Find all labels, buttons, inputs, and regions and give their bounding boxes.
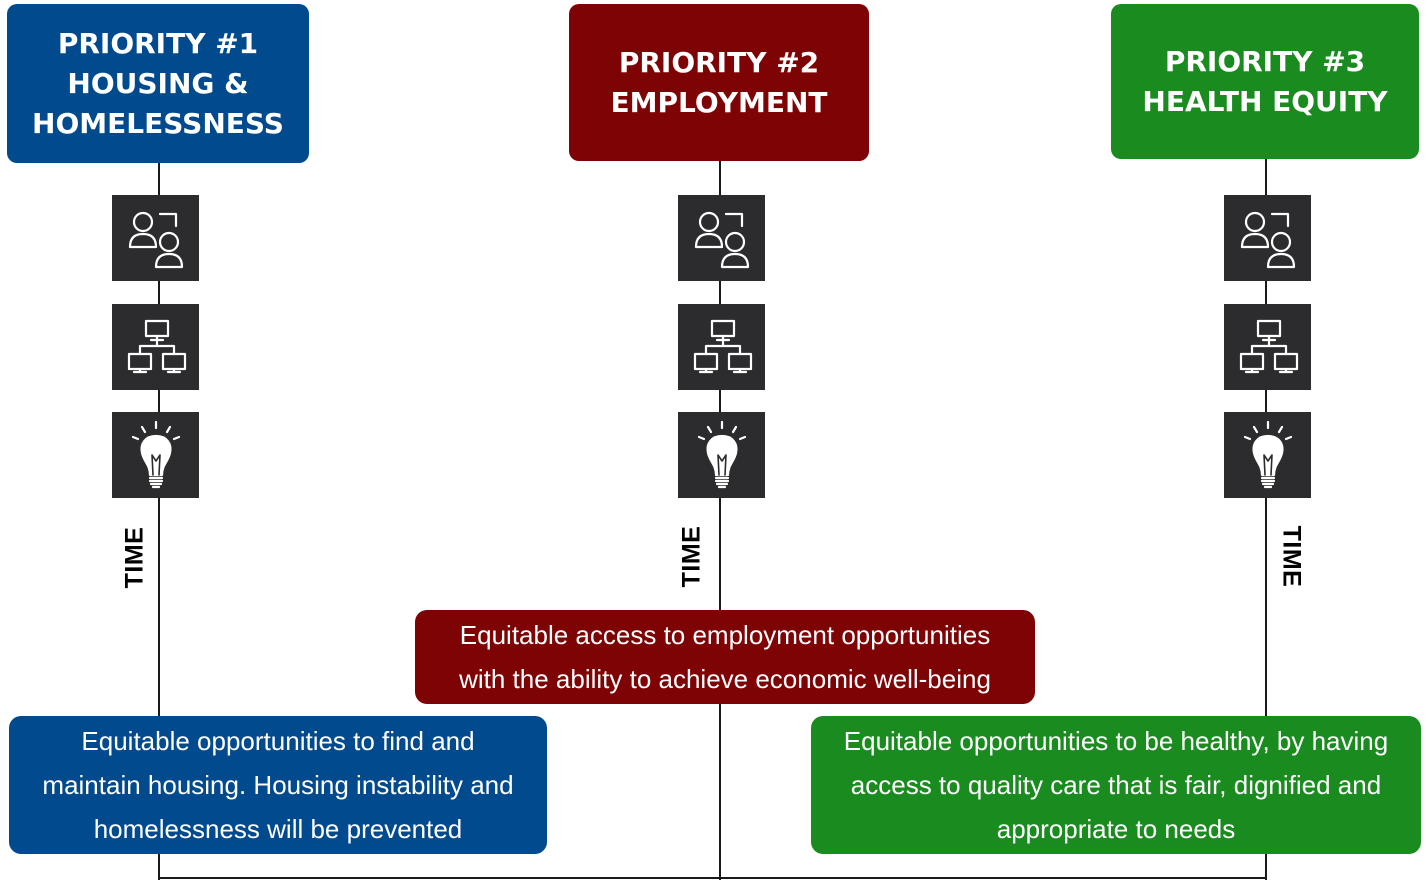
connector-line-3: [1265, 158, 1267, 880]
priority-1-outcome-line-1: Equitable opportunities to find and: [81, 726, 475, 756]
network-icon: [1224, 304, 1311, 390]
time-label-1: TIME: [120, 526, 149, 589]
people-icon: [1224, 195, 1311, 281]
priority-2-box: PRIORITY #2 EMPLOYMENT: [569, 4, 869, 161]
priority-3-outcome: Equitable opportunities to be healthy, b…: [811, 716, 1421, 854]
lightbulb-icon: [678, 412, 765, 498]
priority-3-outcome-line-1: Equitable opportunities to be healthy, b…: [843, 726, 1389, 756]
priority-1-box: PRIORITY #1 HOUSING & HOMELESSNESS: [7, 4, 309, 163]
priority-3-title-line-2: HEALTH EQUITY: [1142, 84, 1388, 118]
priority-1-title-line-1: PRIORITY #1: [57, 26, 259, 60]
priority-3-outcome-line-3: appropriate to needs: [996, 814, 1236, 844]
connector-line-2: [719, 160, 721, 880]
bottom-connector-line: [158, 877, 1267, 879]
priority-2-outcome-line-1: Equitable access to employment opportuni…: [459, 620, 991, 650]
people-icon: [678, 195, 765, 281]
priority-1-outcome-line-3: homelessness will be prevented: [93, 814, 463, 844]
priority-3-title-line-1: PRIORITY #3: [1164, 44, 1366, 78]
lightbulb-icon: [1224, 412, 1311, 498]
time-label-3: TIME: [1277, 525, 1306, 588]
priority-2-outcome-line-2: with the ability to achieve economic wel…: [459, 664, 991, 694]
lightbulb-icon: [112, 412, 199, 498]
priority-1-title-line-3: HOMELESSNESS: [32, 106, 284, 140]
priority-2-title-line-1: PRIORITY #2: [618, 45, 820, 79]
priority-1-title-line-2: HOUSING &: [67, 66, 249, 100]
people-icon: [112, 195, 199, 281]
connector-line-1: [158, 160, 160, 880]
priority-1-outcome-line-2: maintain housing. Housing instability an…: [42, 770, 514, 800]
network-icon: [112, 304, 199, 390]
priority-3-outcome-line-2: access to quality care that is fair, dig…: [850, 770, 1382, 800]
priority-2-title-line-2: EMPLOYMENT: [610, 85, 828, 119]
priority-3-box: PRIORITY #3 HEALTH EQUITY: [1111, 4, 1419, 159]
time-label-2: TIME: [677, 525, 706, 588]
network-icon: [678, 304, 765, 390]
priority-2-outcome: Equitable access to employment opportuni…: [415, 610, 1035, 704]
priority-1-outcome: Equitable opportunities to find and main…: [9, 716, 547, 854]
